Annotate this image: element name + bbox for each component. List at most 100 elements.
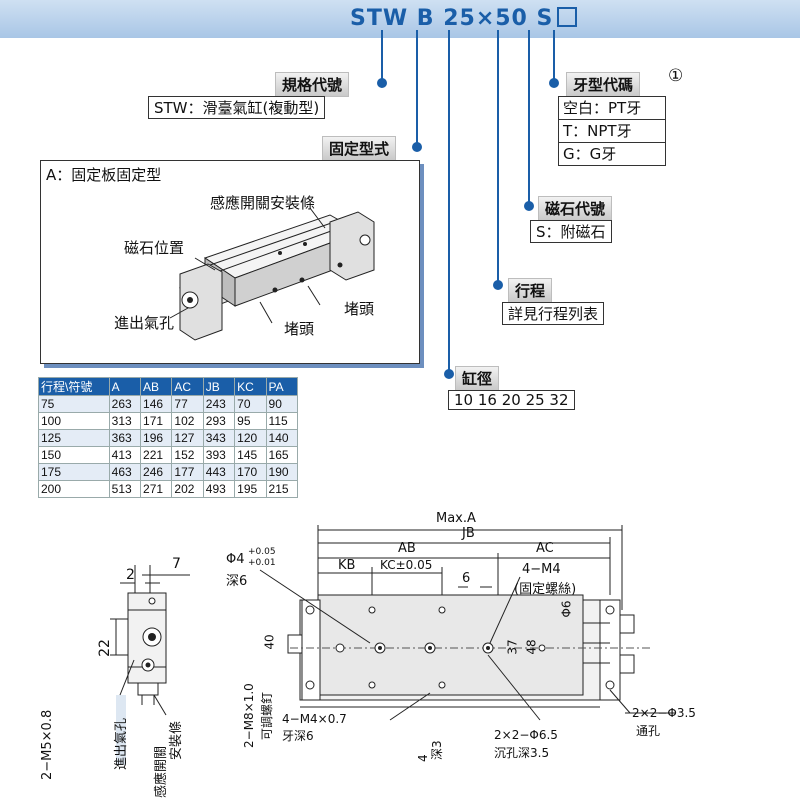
stroke-label: 行程 [508, 278, 553, 303]
dim-2: 2 [126, 567, 135, 583]
table-cell: 102 [171, 412, 204, 430]
dim-ac: AC [536, 541, 554, 556]
dim-kb: KB [338, 558, 356, 573]
header-banner [0, 0, 800, 38]
thread-option: 空白：PT牙 [559, 97, 665, 120]
thread-options: 空白：PT牙 T：NPT牙 G：G牙 [558, 96, 666, 166]
table-cell: 413 [108, 446, 142, 464]
table-cell: 271 [140, 480, 173, 498]
table-cell: 140 [265, 429, 299, 447]
dim-37: 37 [505, 639, 520, 655]
dim-depth6: 深6 [226, 574, 248, 589]
table-cell: 215 [265, 480, 299, 498]
dim-cbore: 2×2−Φ6.5 [494, 728, 558, 742]
table-cell: 313 [108, 412, 142, 430]
connector-dot [493, 280, 503, 290]
connector-line [448, 30, 450, 375]
sensor-rail-side-label-2: 安裝條 [169, 720, 184, 760]
model-code: STW B 25×50 S [350, 6, 578, 31]
table-header: 行程\符號 [38, 377, 110, 396]
dim-jb: JB [462, 526, 475, 541]
table-cell: 202 [171, 480, 204, 498]
dim-22: 22 [96, 639, 113, 657]
dim-m4: 4−M4 [522, 562, 561, 577]
thread-type-label: 牙型代碼 [566, 72, 641, 97]
table-cell: 115 [265, 412, 299, 430]
dim-depth3: 深3 [430, 740, 444, 760]
table-header-row: 行程\符號 A AB AC JB KC PA [38, 377, 299, 396]
top-view-drawing [259, 525, 675, 721]
table-cell: 152 [171, 446, 204, 464]
table-cell: 343 [202, 429, 236, 447]
bore-value: 10 16 20 25 32 [448, 390, 575, 410]
connector-dot [412, 142, 422, 152]
thread-option: G：G牙 [563, 145, 617, 163]
table-cell: 100 [38, 412, 110, 430]
table-cell: 221 [140, 446, 173, 464]
table-header: PA [265, 377, 299, 396]
sensor-rail-label: 感應開關安裝條 [210, 194, 316, 212]
bore-label: 缸徑 [455, 366, 500, 391]
plug-label: 堵頭 [284, 320, 315, 338]
table-cell: 170 [234, 463, 267, 481]
connector-line [528, 30, 530, 206]
magnet-code-value: S：附磁石 [530, 220, 612, 243]
connector-dot [377, 78, 387, 88]
dim-48: 48 [524, 639, 539, 655]
dim-6: 6 [462, 571, 471, 586]
table-cell: 293 [202, 412, 236, 430]
table-cell: 177 [171, 463, 204, 481]
table-cell: 190 [265, 463, 299, 481]
dim-m8: 2−M8×1.0 [242, 683, 256, 748]
slide-cylinder-illustration [169, 207, 375, 341]
connector-dot [444, 369, 454, 379]
table-cell: 95 [234, 412, 267, 430]
table-cell: 171 [140, 412, 173, 430]
dim-tol-lo: +0.01 [248, 558, 276, 568]
dim-max-a: Max.A [436, 511, 476, 526]
connector-dot [524, 201, 534, 211]
connector-line [416, 30, 418, 148]
connector-dot [549, 78, 559, 88]
cbore-depth-label: 沉孔深3.5 [494, 746, 550, 760]
adjust-screw-label: 可調螺釘 [260, 691, 274, 740]
table-cell: 125 [38, 429, 110, 447]
connector-line [553, 30, 555, 83]
table-cell: 463 [108, 463, 142, 481]
table-cell: 150 [38, 446, 110, 464]
table-cell: 393 [202, 446, 236, 464]
table-cell: 90 [265, 395, 299, 413]
table-cell: 145 [234, 446, 267, 464]
stroke-value: 詳見行程列表 [502, 302, 605, 325]
table-cell: 120 [234, 429, 267, 447]
table-cell: 165 [265, 446, 299, 464]
dim-phi6: Φ6 [559, 600, 574, 618]
table-cell: 263 [108, 395, 142, 413]
table-cell: 175 [38, 463, 110, 481]
table-cell: 513 [108, 480, 142, 498]
dim-40: 40 [262, 634, 277, 650]
dim-fix-screw: (固定螺絲) [514, 582, 577, 597]
air-port-side-label: 進出氣孔 [114, 717, 129, 770]
side-view-drawing [110, 565, 190, 765]
table-header: KC [234, 377, 267, 396]
dim-thru: 2×2−Φ3.5 [632, 706, 696, 720]
air-port-thread: 2−M5×0.8 [40, 709, 55, 780]
spec-code-label: 規格代號 [275, 72, 350, 97]
table-cell: 246 [140, 463, 173, 481]
table-header: JB [202, 377, 236, 396]
table-cell: 200 [38, 480, 110, 498]
table-header: A [108, 377, 142, 396]
dim-tol-hi: +0.05 [248, 547, 276, 557]
dim-m4-depth: 4−M4×0.7 [282, 712, 347, 726]
dim-7: 7 [172, 556, 181, 572]
table-cell: 363 [108, 429, 142, 447]
thread-option: T：NPT牙 [559, 120, 665, 143]
note-number: ① [668, 66, 684, 86]
dim-kc: KC±0.05 [380, 558, 433, 572]
table-cell: 195 [234, 480, 267, 498]
